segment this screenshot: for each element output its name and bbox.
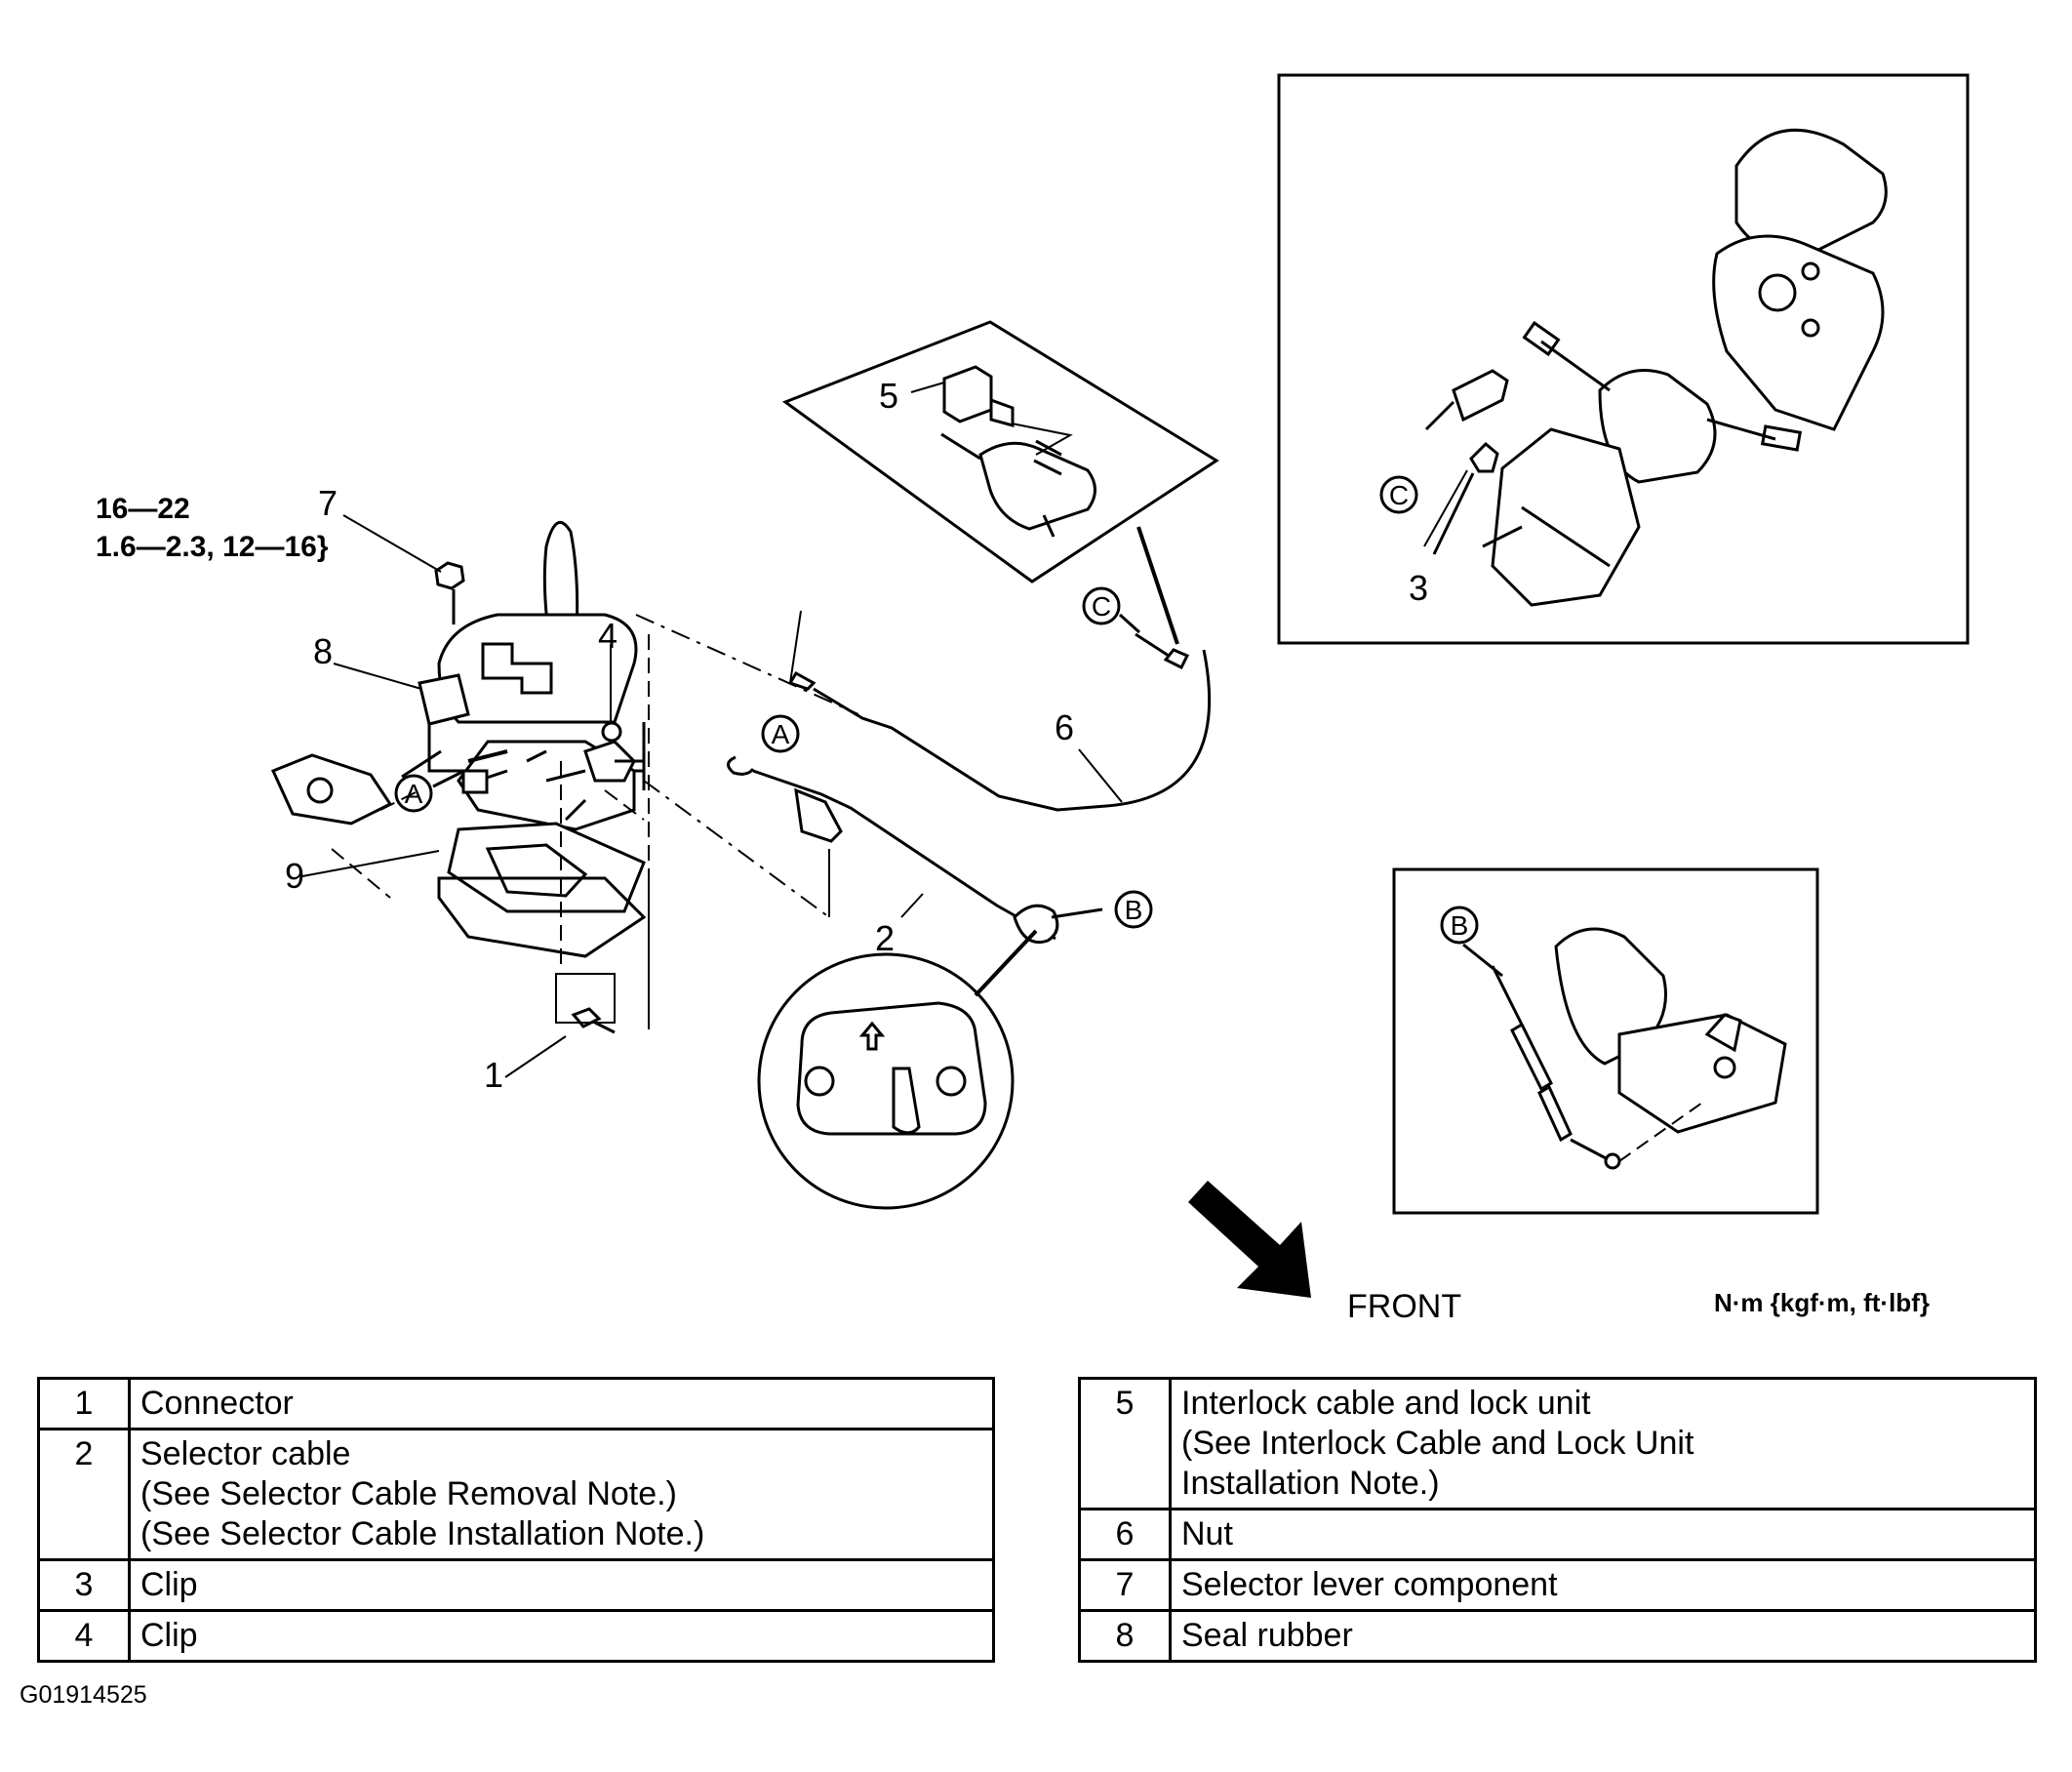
callout-number: 5 [879, 376, 898, 416]
part-note: Installation Note.) [1181, 1465, 1440, 1502]
front-label: FRONT [1347, 1288, 1462, 1325]
lock-unit-inset [781, 320, 1219, 645]
table-row: 7 Selector lever component [1078, 1558, 2037, 1612]
exploded-diagram: A A C C B B 1 2 3 4 5 6 7 8 9 [270, 73, 1970, 1298]
part-number: 7 [1078, 1558, 1172, 1612]
callout-number: 3 [1409, 568, 1428, 608]
table-row: 3 Clip [37, 1558, 995, 1612]
callout-number: 8 [313, 631, 333, 671]
parts-table-left: 1 Connector 2 Selector cable (See Select… [37, 1377, 995, 1663]
part-number: 8 [1078, 1609, 1172, 1663]
part-name: Clip [128, 1558, 995, 1612]
part-name: Selector lever component [1169, 1558, 2037, 1612]
table-row: 1 Connector [37, 1377, 995, 1430]
ref-letter-b: B [1125, 895, 1143, 925]
torque-spec-line2: 1.6—2.3, 12—16} [96, 531, 329, 563]
part-number: 2 [37, 1428, 131, 1561]
part-name: Interlock cable and lock unit (See Inter… [1169, 1377, 2037, 1510]
part-name-text: Selector cable [140, 1435, 351, 1472]
part-number: 4 [37, 1609, 131, 1663]
reference-code: G01914525 [20, 1681, 147, 1709]
part-number: 1 [37, 1377, 131, 1430]
ref-letter-a: A [772, 719, 790, 749]
part-note: (See Selector Cable Removal Note.) [140, 1475, 677, 1512]
grommet-detail [757, 929, 1038, 1210]
ref-letter-b: B [1451, 910, 1469, 941]
part-name: Clip [128, 1609, 995, 1663]
table-row: 6 Nut [1078, 1508, 2037, 1561]
callout-leaders [301, 382, 1468, 1078]
reference-circles [394, 475, 1503, 978]
part-name-text: Clip [140, 1617, 198, 1654]
part-name-text: Connector [140, 1385, 294, 1422]
table-row: 8 Seal rubber [1078, 1609, 2037, 1663]
parts-table-right: 5 Interlock cable and lock unit (See Int… [1078, 1377, 2037, 1663]
ref-letter-a: A [405, 779, 423, 809]
part-name: Connector [128, 1377, 995, 1430]
callout-number: 4 [598, 616, 618, 656]
part-number: 3 [37, 1558, 131, 1612]
part-name-text: Selector lever component [1181, 1566, 1558, 1603]
part-name-text: Seal rubber [1181, 1617, 1353, 1654]
callout-number: 2 [875, 918, 895, 958]
part-name-text: Interlock cable and lock unit [1181, 1385, 1591, 1422]
part-name-text: Clip [140, 1566, 198, 1603]
table-row: 4 Clip [37, 1609, 995, 1663]
part-number: 5 [1078, 1377, 1172, 1510]
part-name: Seal rubber [1169, 1609, 2037, 1663]
callout-number: 1 [484, 1055, 503, 1095]
callout-number: 7 [318, 483, 338, 523]
steering-column-sketch [1424, 128, 1888, 607]
selector-lever-assembly [270, 520, 859, 1034]
table-row: 5 Interlock cable and lock unit (See Int… [1078, 1377, 2037, 1510]
part-note: (See Selector Cable Installation Note.) [140, 1515, 705, 1552]
ref-letter-c: C [1389, 480, 1409, 510]
front-arrow [1188, 1181, 1311, 1298]
table-row: 2 Selector cable (See Selector Cable Rem… [37, 1428, 995, 1561]
part-number: 6 [1078, 1508, 1172, 1561]
callout-number: 9 [285, 856, 304, 896]
part-note: (See Interlock Cable and Lock Unit [1181, 1425, 1694, 1462]
callout-number: 6 [1055, 707, 1074, 747]
ref-letter-c: C [1092, 591, 1111, 622]
part-name-text: Nut [1181, 1515, 1233, 1552]
cables [727, 632, 1212, 944]
part-name: Selector cable (See Selector Cable Remov… [128, 1428, 995, 1561]
cable-end-sketch [1491, 927, 1787, 1170]
torque-spec-line1: 16—22 [96, 493, 190, 525]
part-name: Nut [1169, 1508, 2037, 1561]
units-label: N·m {kgf·m, ft·lbf} [1714, 1288, 1930, 1317]
